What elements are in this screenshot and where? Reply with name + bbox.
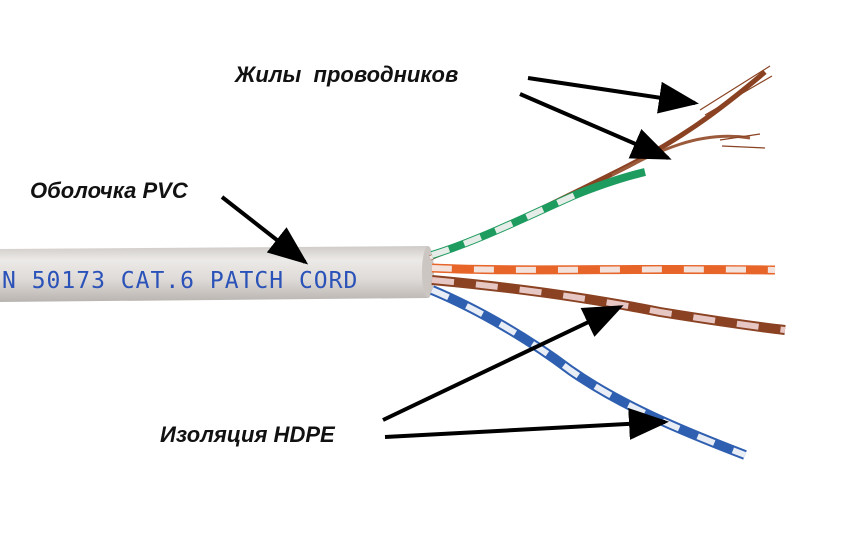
arrow-jacket — [220, 195, 309, 265]
brown-pair-top — [429, 65, 773, 261]
arrow-conductor-2 — [519, 92, 672, 160]
arrow-conductor-1 — [527, 76, 699, 114]
blue-pair — [430, 285, 747, 460]
green-pair — [430, 168, 646, 259]
cable-print-text: N 50173 CAT.6 PATCH CORD — [2, 268, 358, 294]
orange-pair — [431, 263, 776, 275]
cable-jacket: N 50173 CAT.6 PATCH CORD — [0, 246, 434, 302]
annotation-arrows — [220, 76, 699, 440]
conductors-label: Жилы проводников — [235, 62, 459, 87]
arrow-insulation-2 — [384, 407, 669, 440]
arrow-insulation-1 — [382, 305, 624, 422]
insulation-label: Изоляция HDPE — [160, 422, 335, 447]
brown-pair-bottom — [431, 275, 786, 335]
jacket-label: Оболочка PVC — [30, 178, 188, 203]
